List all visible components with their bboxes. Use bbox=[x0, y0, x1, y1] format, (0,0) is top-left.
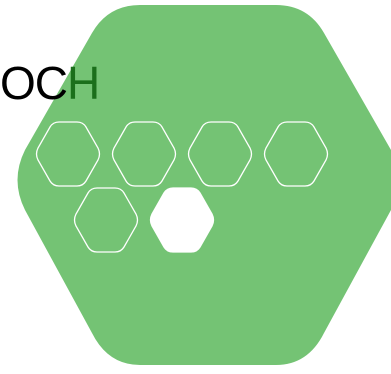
logo-text-dark: OC bbox=[0, 57, 67, 109]
logo-text-green: H bbox=[67, 57, 99, 109]
logo-wordmark: OCH bbox=[0, 58, 99, 108]
